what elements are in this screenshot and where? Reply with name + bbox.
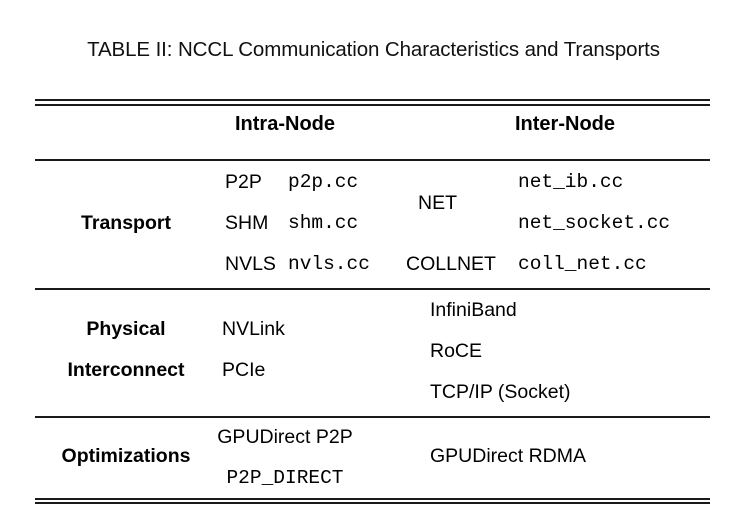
optimizations-intra-p2p-direct: P2P_DIRECT: [226, 467, 344, 489]
rule-under-physical-interconnect: [35, 416, 710, 418]
transport-intra-file-nvls: nvls.cc: [288, 253, 370, 275]
transport-intra-file-shm: shm.cc: [288, 212, 359, 234]
table-caption: TABLE II: NCCL Communication Characteris…: [87, 38, 660, 61]
transport-intra-file-p2p: p2p.cc: [288, 171, 359, 193]
column-header-intra-node: Intra-Node: [235, 113, 335, 135]
transport-inter-protocol-net: NET: [418, 192, 457, 214]
physical-inter-infiniband: InfiniBand: [430, 299, 517, 321]
row-label-interconnect: Interconnect: [67, 359, 185, 381]
row-label-transport: Transport: [81, 212, 171, 234]
transport-inter-file-net-ib: net_ib.cc: [518, 171, 624, 193]
rule-bottom-outer: [35, 502, 710, 504]
rule-under-transport: [35, 288, 710, 290]
optimizations-intra-gpudirect-p2p: GPUDirect P2P: [217, 426, 353, 448]
column-header-inter-node: Inter-Node: [515, 113, 615, 135]
physical-inter-tcpip: TCP/IP (Socket): [430, 381, 571, 403]
row-label-physical: Physical: [86, 318, 166, 340]
physical-intra-nvlink: NVLink: [222, 318, 285, 340]
rule-under-header: [35, 159, 710, 161]
rule-top-outer: [35, 99, 710, 101]
physical-intra-pcie: PCIe: [222, 359, 266, 381]
transport-inter-file-net-socket: net_socket.cc: [518, 212, 671, 234]
optimizations-inter-gpudirect-rdma: GPUDirect RDMA: [430, 445, 587, 467]
rule-bottom-inner: [35, 498, 710, 500]
transport-intra-protocol-shm: SHM: [225, 212, 269, 234]
transport-inter-file-coll-net: coll_net.cc: [518, 253, 647, 275]
transport-intra-protocol-p2p: P2P: [225, 171, 262, 193]
rule-top-inner: [35, 104, 710, 106]
physical-inter-roce: RoCE: [430, 340, 483, 362]
transport-inter-protocol-collnet: COLLNET: [406, 253, 496, 275]
row-label-optimizations: Optimizations: [61, 445, 191, 467]
transport-intra-protocol-nvls: NVLS: [225, 253, 276, 275]
